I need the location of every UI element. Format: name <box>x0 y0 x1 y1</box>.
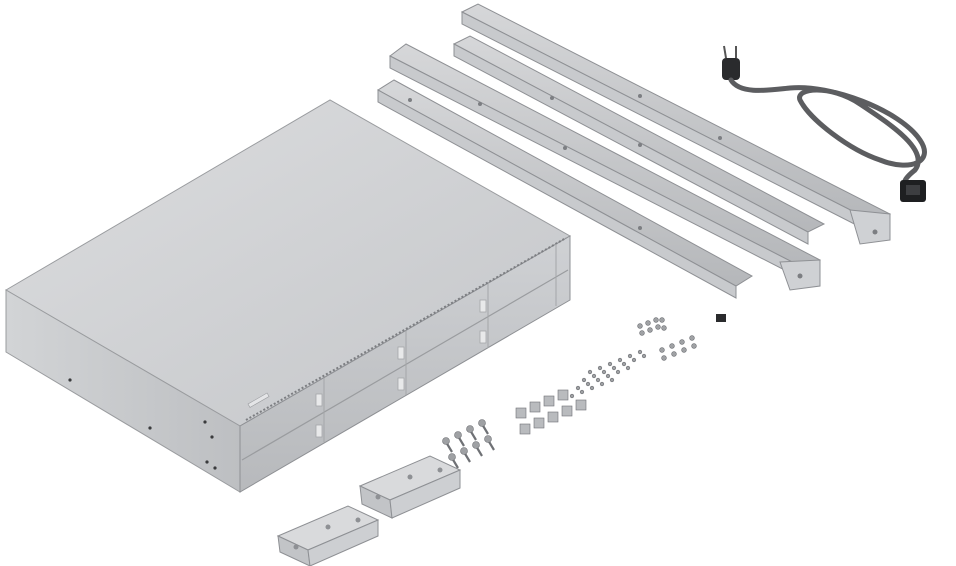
chassis-bay-divider <box>241 269 569 461</box>
chassis-vent-strip <box>245 237 567 421</box>
drive-bay-latches <box>315 299 487 438</box>
rack-ears <box>276 455 462 566</box>
screw-group <box>637 317 667 336</box>
small-connector <box>716 314 726 322</box>
cage-nuts <box>515 389 587 435</box>
power-cord <box>722 45 927 202</box>
power-plug <box>722 45 740 80</box>
rack-rail <box>377 79 753 299</box>
screw-group <box>569 349 647 399</box>
rack-ear <box>358 455 462 519</box>
screw-pack <box>442 314 726 469</box>
rack-rail <box>460 3 892 245</box>
chassis-badge <box>247 392 270 408</box>
rack-ear <box>276 505 380 566</box>
rack-rail <box>389 43 822 291</box>
drive-bay-grid <box>323 244 557 442</box>
nas-chassis <box>5 99 572 493</box>
power-connector <box>900 180 926 202</box>
long-screws <box>442 419 495 469</box>
rack-rail <box>452 35 826 245</box>
screw-group <box>659 335 697 361</box>
chassis-side-screws <box>68 378 217 470</box>
rack-rails <box>377 3 892 299</box>
